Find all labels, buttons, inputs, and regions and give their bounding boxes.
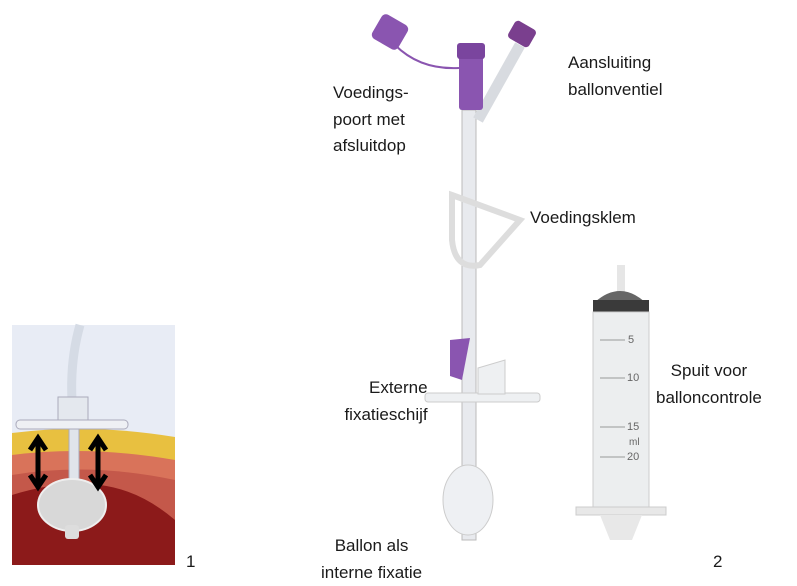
syringe-mark-15: 15	[627, 421, 640, 433]
figure-number-2: 2	[713, 552, 723, 571]
label-external-disc: Externe fixatieschijf	[338, 375, 428, 428]
figure-number-1: 1	[186, 552, 196, 571]
label-line: Spuit voor	[670, 361, 748, 380]
label-line: fixatieschijf	[344, 404, 428, 424]
cross-section-illustration	[12, 323, 175, 565]
label-line: poort met	[333, 109, 405, 129]
syringe-mark-5: 5	[628, 334, 635, 346]
syringe	[575, 265, 667, 540]
label-balloon: Ballon als interne fixatie	[321, 533, 422, 586]
label-balloon-valve: Aansluiting ballonventiel	[568, 50, 663, 103]
label-line: ballonventiel	[568, 79, 663, 99]
label-syringe: Spuit voor balloncontrole	[656, 358, 762, 411]
label-line: Externe	[369, 378, 428, 397]
syringe-mark-10: 10	[627, 372, 640, 384]
label-feeding-clamp: Voedingsklem	[530, 205, 636, 232]
label-line: balloncontrole	[656, 387, 762, 407]
label-feeding-port: Voedings- poort met afsluitdop	[333, 80, 409, 160]
label-line: Voedingsklem	[530, 208, 636, 227]
syringe-unit: ml	[629, 437, 640, 448]
label-line: interne fixatie	[321, 562, 423, 582]
label-line: Aansluiting	[568, 53, 652, 72]
syringe-mark-20: 20	[627, 451, 640, 463]
label-line: Ballon als	[334, 536, 409, 555]
label-line: Voedings-	[333, 83, 409, 102]
label-line: afsluitdop	[333, 136, 406, 155]
feeding-tube	[371, 14, 541, 541]
